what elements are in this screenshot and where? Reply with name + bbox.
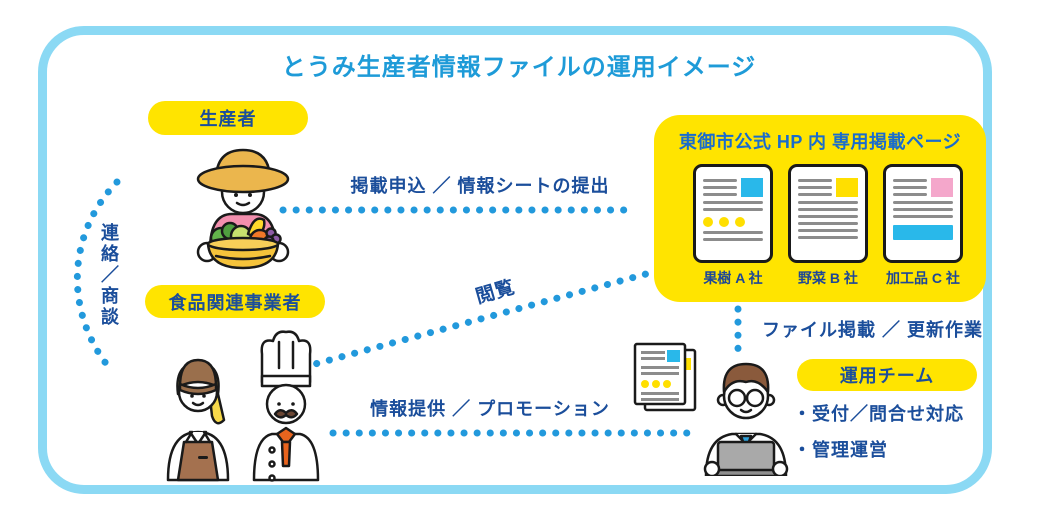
card-accent-swatch xyxy=(931,178,953,197)
shopkeeper-chef-icon xyxy=(166,330,320,482)
promotion-dotted-line xyxy=(329,429,693,437)
card-label: 野菜 B 社 xyxy=(798,270,858,286)
card-accent-swatch xyxy=(741,178,763,197)
food-business-label-text: 食品関連事業者 xyxy=(168,292,302,313)
hp-page-box: 東御市公式 HP 内 専用掲載ページ 果樹 A 社 xyxy=(654,115,986,302)
team-task-2: ・管理運営 xyxy=(793,440,888,460)
browse-dotted-line xyxy=(300,270,650,371)
company-cards: 果樹 A 社 野菜 B 社 xyxy=(654,164,986,288)
flow-promotion-label: 情報提供 ／ プロモーション xyxy=(370,399,610,419)
card-processed-company: 加工品 C 社 xyxy=(883,164,963,288)
document-card xyxy=(883,164,963,263)
flow-contact-label: 連絡／商談 xyxy=(99,223,119,328)
card-label: 果樹 A 社 xyxy=(703,270,763,286)
hp-page-title: 東御市公式 HP 内 専用掲載ページ xyxy=(678,132,962,152)
flow-file-update-label: ファイル掲載 ／ 更新作業 xyxy=(762,320,984,340)
producer-label: 生産者 xyxy=(148,101,308,135)
document-card xyxy=(788,164,868,263)
file-update-dotted-line xyxy=(734,305,742,365)
card-label: 加工品 C 社 xyxy=(886,270,960,286)
contact-dotted-arc xyxy=(73,178,121,375)
flow-application-label: 掲載申込 ／ 情報シートの提出 xyxy=(350,176,610,196)
application-dotted-line xyxy=(279,206,633,214)
operation-team-label: 運用チーム xyxy=(797,359,977,391)
operation-team-label-text: 運用チーム xyxy=(839,366,935,386)
food-business-label: 食品関連事業者 xyxy=(145,285,325,318)
card-vegetable-company: 野菜 B 社 xyxy=(788,164,868,288)
card-bottom-bar xyxy=(893,225,953,240)
farmer-basket-icon xyxy=(196,148,290,270)
information-sheets-icon xyxy=(633,342,697,412)
document-card xyxy=(693,164,773,263)
team-task-1: ・受付／問合せ対応 xyxy=(793,404,964,424)
producer-label-text: 生産者 xyxy=(199,109,257,129)
page-title: とうみ生産者情報ファイルの運用イメージ xyxy=(281,54,757,81)
card-accent-swatch xyxy=(836,178,858,197)
operator-laptop-icon xyxy=(703,362,789,476)
card-fruit-company: 果樹 A 社 xyxy=(693,164,773,288)
rounded-frame xyxy=(38,26,992,494)
